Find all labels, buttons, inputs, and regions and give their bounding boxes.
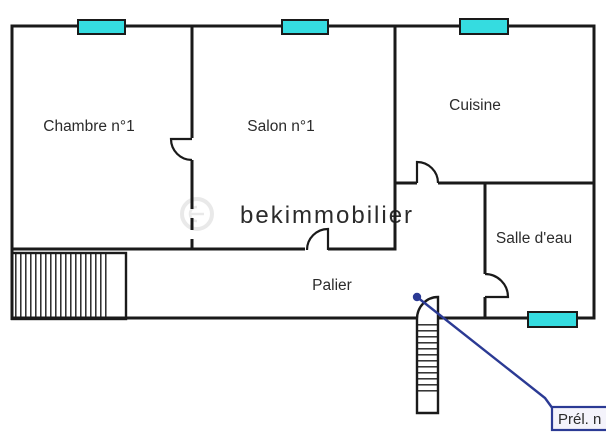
staircase-main <box>415 295 440 415</box>
room-label-palier: Palier <box>312 277 352 294</box>
door-arc-salle-deau <box>484 272 510 299</box>
windows <box>77 18 578 328</box>
room-label-cuisine: Cuisine <box>449 97 501 114</box>
watermark-text: bekimmobilier <box>240 202 414 229</box>
annotation: Prél. n <box>412 292 606 432</box>
door-arc-salon <box>305 227 330 251</box>
annotation-label-box <box>550 405 606 432</box>
staircase-main-steps <box>418 322 437 396</box>
window-chambre <box>77 19 126 35</box>
room-label-salon: Salon n°1 <box>247 118 314 135</box>
window-salle-deau <box>527 311 578 328</box>
annotation-leader-line <box>416 296 554 410</box>
watermark: bekimmobilier <box>180 197 414 231</box>
room-label-salle-deau: Salle d'eau <box>496 230 572 247</box>
staircase-left-steps <box>12 253 110 319</box>
room-labels: Chambre n°1 Salon n°1 Cuisine Salle d'ea… <box>43 97 572 294</box>
doors <box>169 137 510 299</box>
window-salon <box>281 19 329 35</box>
watermark-logo-icon <box>188 205 204 223</box>
staircase-left <box>10 251 128 321</box>
watermark-logo-icon <box>180 197 214 231</box>
door-arc-chambre <box>169 137 193 162</box>
annotation-dot <box>412 292 422 302</box>
room-label-chambre: Chambre n°1 <box>43 118 135 135</box>
staircase-left-outline <box>10 251 128 321</box>
window-cuisine <box>459 18 509 35</box>
annotation-label: Prél. n <box>558 411 601 428</box>
door-arc-cuisine <box>415 160 440 184</box>
